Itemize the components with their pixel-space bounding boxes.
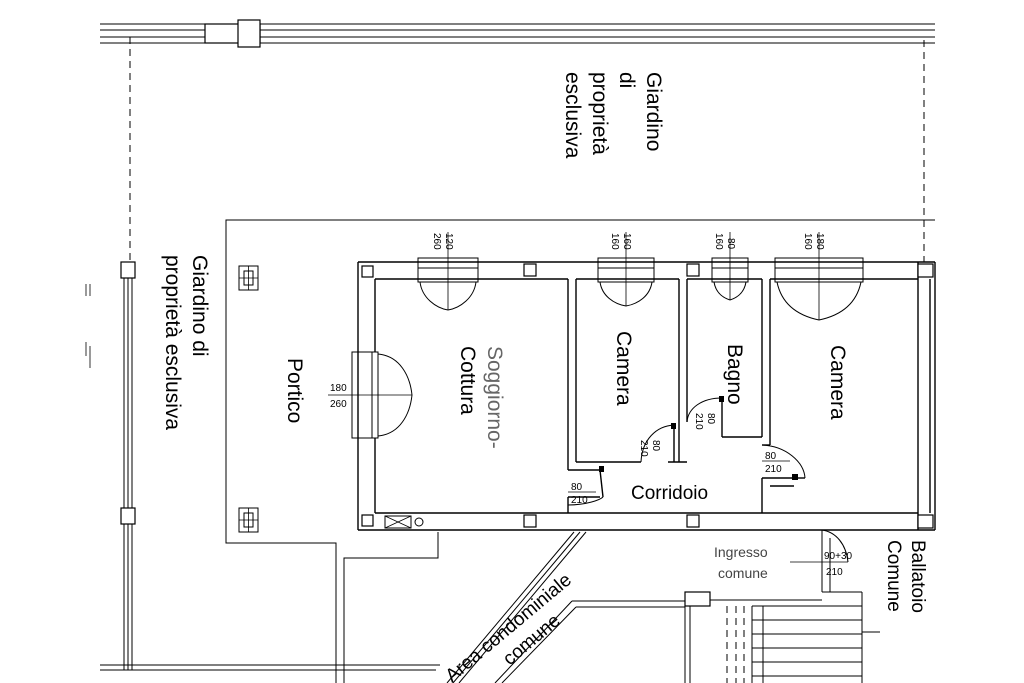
- left-fence: [120, 261, 136, 670]
- label-camera-1: Camera: [612, 331, 635, 406]
- dim-door-bagno-width: 80: [705, 413, 716, 425]
- dim-window-camera-2-width: 180: [814, 233, 825, 250]
- dim-door-portico-width: 180: [330, 383, 347, 394]
- dim-window-camera-1-width: 160: [621, 233, 632, 250]
- label-portico: Portico: [283, 358, 306, 423]
- garden-top-line-1: Giardino: [642, 72, 665, 151]
- soggiorno-line-1: Soggiorno-: [483, 346, 506, 449]
- door-bagno: [686, 396, 724, 437]
- structural-pillars: [361, 263, 934, 529]
- door-camera-1: [640, 423, 676, 463]
- label-ingresso-line-1: Ingresso: [714, 544, 768, 560]
- common-area-ramp: [446, 531, 685, 683]
- dim-door-bagno-height: 210: [693, 413, 704, 430]
- dim-door-camera-1-width: 80: [650, 440, 661, 452]
- window-soggiorno: [417, 232, 479, 311]
- bottom-boundary: [100, 664, 440, 671]
- dim-window-soggiorno-width: 120: [443, 233, 454, 250]
- garden-top-line-4: esclusiva: [561, 72, 584, 159]
- portico-column-1: [238, 265, 259, 291]
- portico-step: [343, 532, 439, 683]
- boiler-symbol: [384, 515, 424, 529]
- dim-door-corridoio-height: 210: [571, 495, 588, 506]
- label-soggiorno: Soggiorno- Cottura: [456, 346, 506, 449]
- top-boundary-wall: [100, 19, 935, 48]
- door-portico: [328, 351, 413, 439]
- dim-window-camera-1-height: 160: [609, 233, 620, 250]
- dim-door-ingresso-width: 90+30: [824, 551, 853, 562]
- ballatoio-line-2: Comune: [883, 540, 904, 612]
- label-camera-2: Camera: [826, 345, 849, 420]
- dim-window-camera-2: 180 160: [802, 233, 825, 250]
- dim-door-ingresso-height: 210: [826, 567, 843, 578]
- door-corridoio-left: [567, 466, 604, 506]
- dim-door-camera-1-height: 210: [638, 440, 649, 457]
- dim-window-bagno-height: 160: [713, 233, 724, 250]
- soggiorno-line-2: Cottura: [456, 346, 479, 415]
- portico-outline: [225, 219, 935, 683]
- dim-door-bagno: 80 210: [693, 413, 716, 430]
- ingresso-area: [790, 529, 880, 683]
- garden-top-line-3: proprietà: [588, 72, 611, 155]
- garden-top-line-2: di: [615, 72, 638, 88]
- dim-window-camera-1: 160 160: [609, 233, 632, 250]
- label-ballatoio: Ballatoio Comune: [883, 540, 928, 613]
- common-stair: [684, 591, 862, 683]
- apartment-walls: [357, 261, 936, 531]
- dim-door-corridoio-width: 80: [571, 482, 583, 493]
- dim-door-camera-2-width: 80: [765, 451, 777, 462]
- dim-window-bagno: 80 160: [713, 233, 736, 250]
- door-camera-2: [761, 444, 806, 480]
- dim-door-camera-1: 80 210: [638, 440, 661, 457]
- label-ingresso-line-2: comune: [718, 565, 768, 581]
- dim-door-portico-height: 260: [330, 399, 347, 410]
- dim-window-soggiorno: 120 260: [431, 233, 454, 250]
- label-garden-left: Giardino di proprietà esclusiva: [161, 255, 211, 430]
- dim-window-bagno-width: 80: [725, 238, 736, 250]
- label-area-comune: Area condominiale comune: [442, 570, 576, 683]
- window-bagno: [711, 232, 749, 301]
- label-corridoio: Corridoio: [631, 483, 708, 504]
- portico-column-2: [238, 507, 259, 533]
- label-bagno: Bagno: [723, 344, 746, 405]
- label-garden-top: Giardino di proprietà esclusiva: [561, 72, 665, 159]
- garden-left-line-1: Giardino di: [188, 255, 211, 357]
- window-camera-1: [597, 232, 655, 307]
- dim-window-camera-2-height: 160: [802, 233, 813, 250]
- cutoff-marks: [85, 284, 91, 368]
- dim-door-camera-2-height: 210: [765, 464, 782, 475]
- window-camera-2: [774, 232, 864, 321]
- ballatoio-line-1: Ballatoio: [907, 540, 928, 613]
- dim-window-soggiorno-height: 260: [431, 233, 442, 250]
- garden-left-line-2: proprietà esclusiva: [161, 255, 184, 430]
